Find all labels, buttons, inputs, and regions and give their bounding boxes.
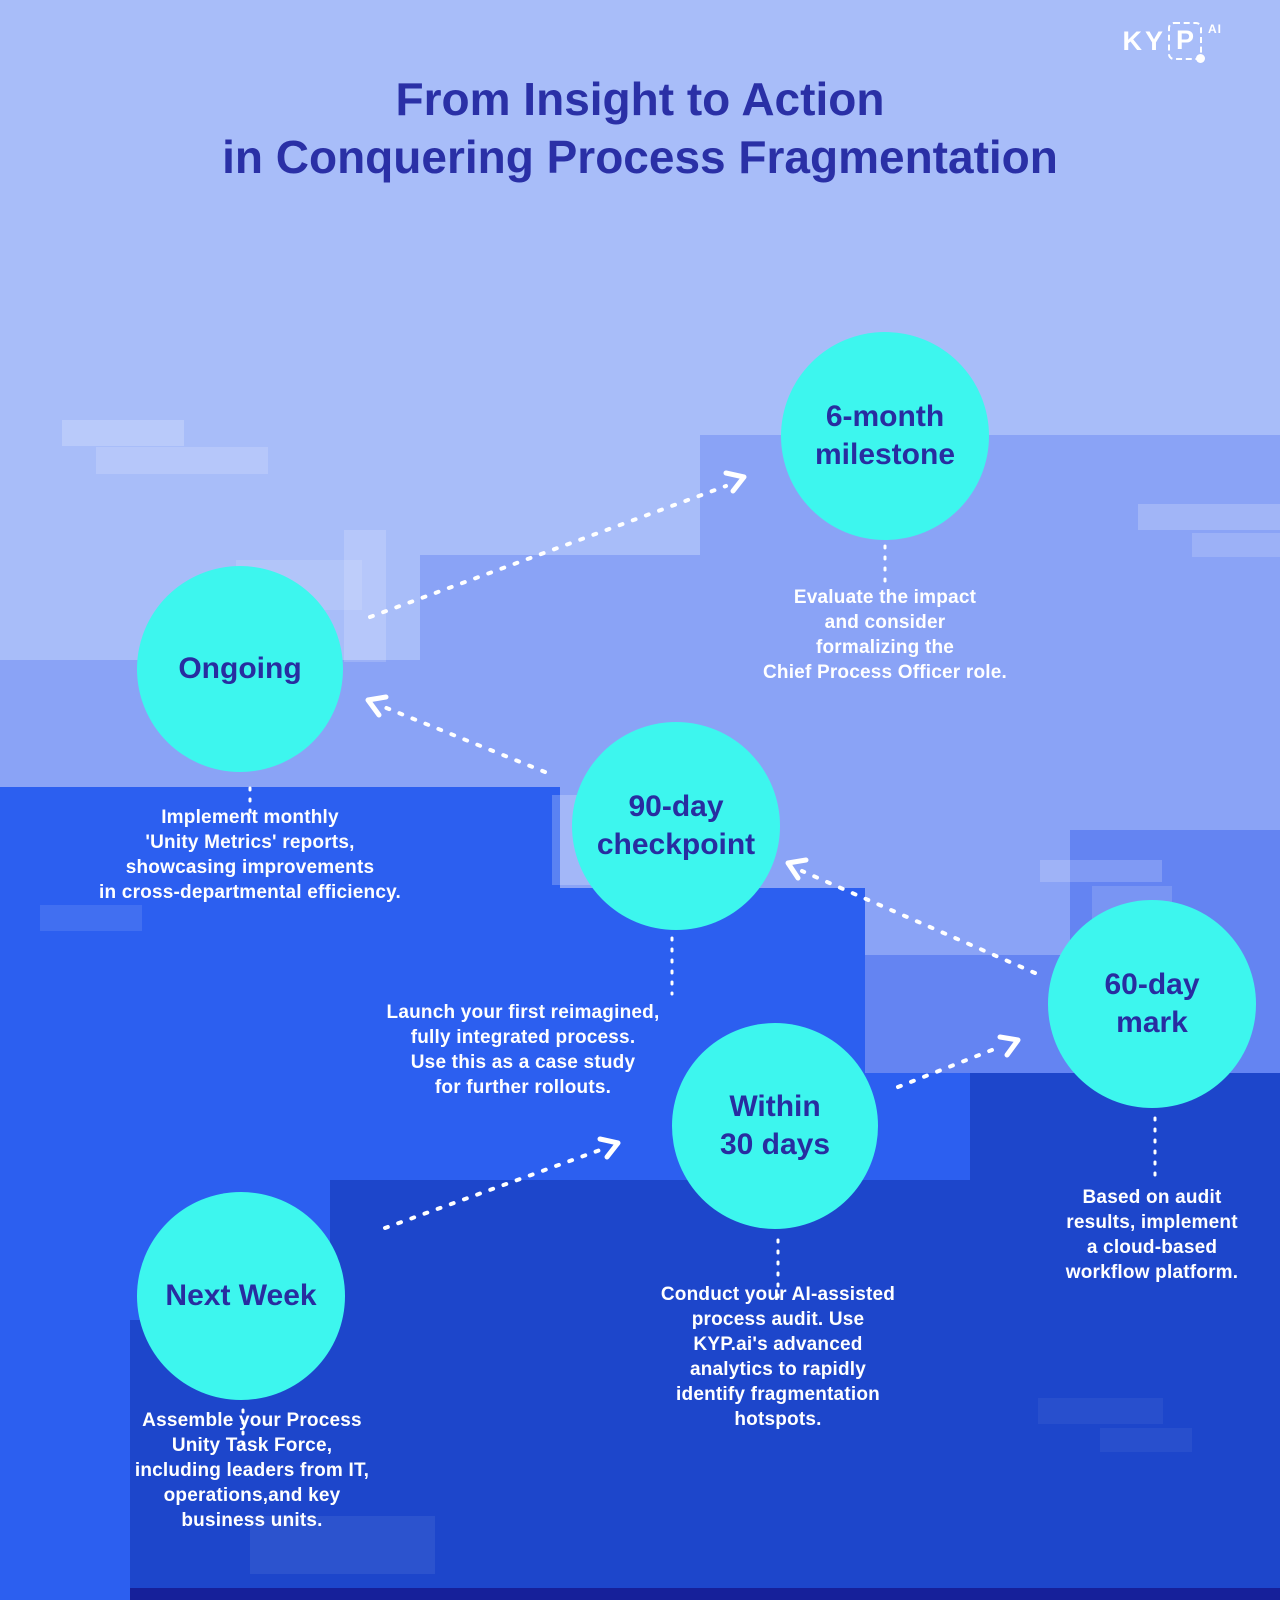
- logo-ai-suffix: AI: [1208, 22, 1222, 36]
- milestone-description-60-day-mark: Based on audit results, implement a clou…: [1065, 1187, 1239, 1283]
- logo-boxed-letter: P: [1167, 22, 1206, 63]
- milestone-circle-within-30-days: Within 30 days: [672, 1023, 878, 1229]
- decor-block: [1138, 504, 1280, 530]
- logo-text: KY: [1122, 25, 1166, 56]
- milestone-label: 6-month milestone: [814, 400, 956, 471]
- milestone-circle-next-week: Next Week: [137, 1192, 345, 1400]
- milestone-description-90-day-checkpoint: Launch your first reimagined, fully inte…: [386, 1002, 660, 1098]
- milestone-label: Next Week: [165, 1279, 317, 1312]
- milestone-label: Ongoing: [178, 652, 302, 685]
- milestone-circle-60-day-mark: 60-day mark: [1048, 900, 1256, 1108]
- decor-block: [250, 1516, 435, 1574]
- decor-block: [62, 420, 184, 446]
- decor-block: [96, 447, 268, 474]
- milestone-circle-6-month-milestone: 6-month milestone: [781, 332, 989, 540]
- milestone-description-next-week: Assemble your Process Unity Task Force, …: [134, 1410, 370, 1531]
- page-title-line2: in Conquering Process Fragmentation: [222, 131, 1058, 183]
- decor-block: [1100, 1428, 1192, 1452]
- kyp-ai-logo: KY P AI: [1122, 22, 1222, 63]
- decor-block: [1192, 533, 1280, 557]
- milestone-label: 60-day mark: [1104, 968, 1200, 1039]
- page-title: From Insight to Action in Conquering Pro…: [0, 70, 1280, 186]
- page-title-line1: From Insight to Action: [395, 73, 885, 125]
- milestone-label: 90-day checkpoint: [596, 790, 756, 861]
- decor-block: [1038, 1398, 1163, 1424]
- milestone-circle-90-day-checkpoint: 90-day checkpoint: [572, 722, 780, 930]
- milestone-label: Within 30 days: [719, 1090, 831, 1161]
- milestone-description-within-30-days: Conduct your AI-assisted process audit. …: [660, 1284, 896, 1430]
- milestone-description-ongoing: Implement monthly 'Unity Metrics' report…: [99, 807, 401, 903]
- milestone-circle-ongoing: Ongoing: [137, 566, 343, 772]
- milestone-description-6-month-milestone: Evaluate the impact and consider formali…: [762, 587, 1008, 683]
- background-strip: [130, 1588, 1280, 1600]
- background-step: [130, 1320, 1280, 1600]
- decor-block: [40, 905, 142, 931]
- decor-block: [1040, 860, 1162, 882]
